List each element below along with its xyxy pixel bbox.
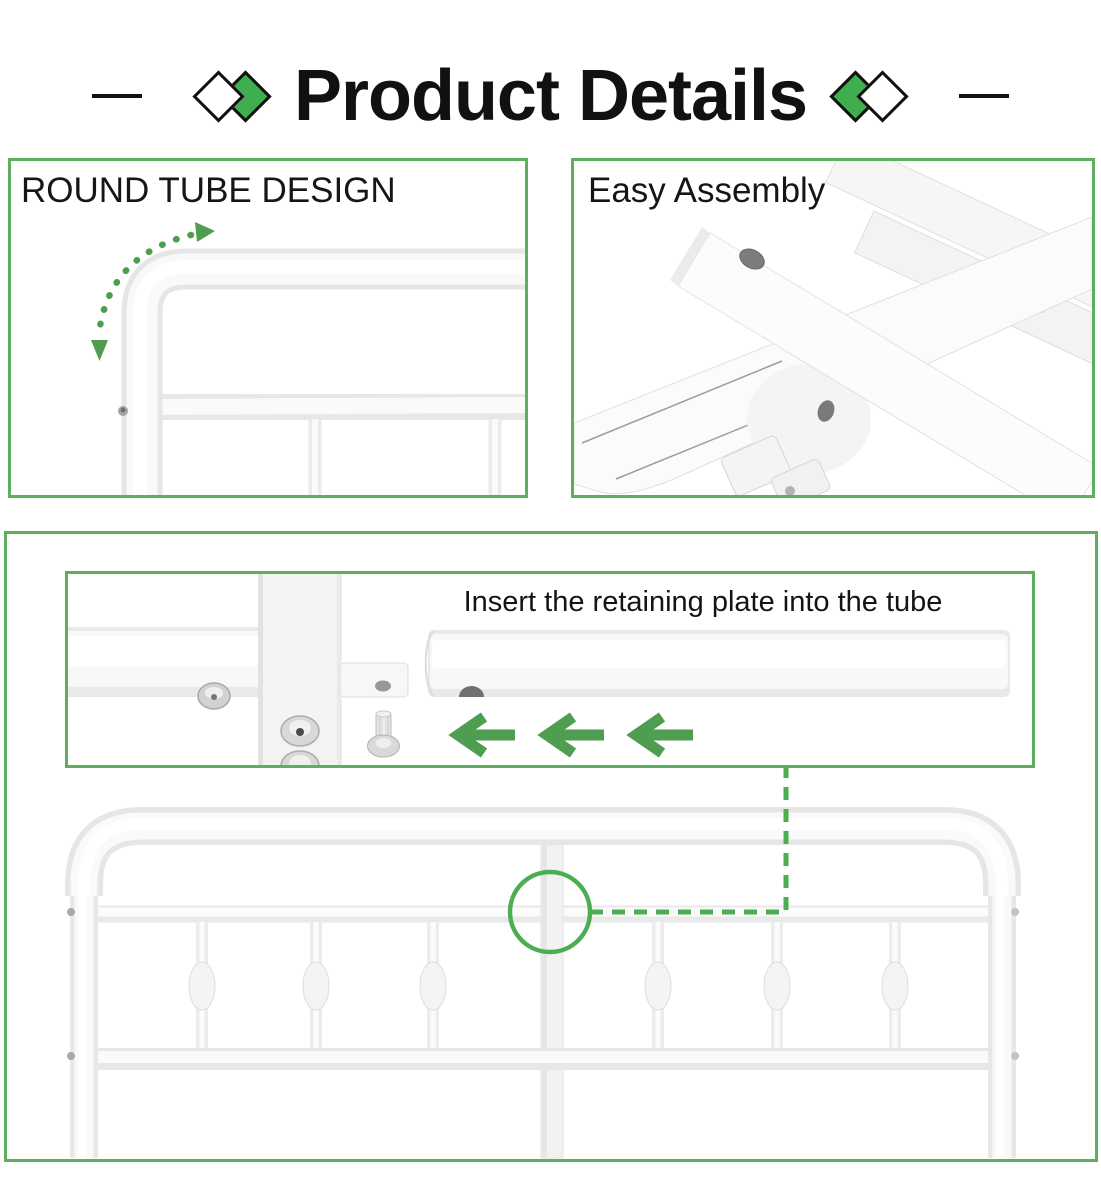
diamond-ornament-right-icon	[829, 68, 909, 124]
panel-assembly-detail: Insert the retaining plate into the tube	[4, 531, 1098, 1162]
tube-left	[68, 627, 258, 697]
retaining-plate-illustration	[68, 574, 1010, 765]
panel-title-round-tube: ROUND TUBE DESIGN	[21, 171, 396, 210]
left-rule-line	[91, 94, 142, 98]
retaining-plate-callout-box: Insert the retaining plate into the tube	[65, 571, 1035, 768]
screw-icon	[280, 715, 320, 765]
headboard-illustration	[65, 768, 1021, 1159]
bolt-hole-icon	[739, 248, 765, 270]
easy-assembly-illustration	[574, 161, 1092, 495]
retaining-plate-caption: Insert the retaining plate into the tube	[463, 586, 943, 618]
screw-icon	[197, 682, 231, 710]
bolt-hole-icon	[817, 400, 835, 422]
left-arrow-icon	[626, 712, 693, 758]
panel-title-easy-assembly: Easy Assembly	[588, 171, 826, 210]
tube-right	[424, 630, 1010, 697]
left-arrow-icon	[537, 712, 604, 758]
hook-bracket-icon	[721, 435, 831, 495]
white-diamond-icon	[856, 69, 909, 123]
dashed-connector-line	[590, 768, 789, 915]
left-arrow-icon	[448, 712, 515, 758]
page-title: Product Details	[293, 56, 808, 136]
right-rule-line	[959, 94, 1010, 98]
tab-bracket	[339, 662, 409, 698]
diamond-ornament-left-icon	[192, 68, 272, 124]
bolt-icon	[367, 710, 400, 758]
round-tube-illustration	[91, 222, 525, 495]
header: Product Details	[0, 0, 1101, 192]
screw-icon	[118, 406, 128, 416]
center-plate	[540, 833, 564, 1159]
panel-easy-assembly: Easy Assembly	[571, 158, 1095, 498]
screw-icon	[67, 908, 1019, 1060]
panel-round-tube-design: ROUND TUBE DESIGN	[8, 158, 528, 498]
curved-arrow-icon	[91, 222, 215, 361]
spindles	[188, 922, 909, 1059]
